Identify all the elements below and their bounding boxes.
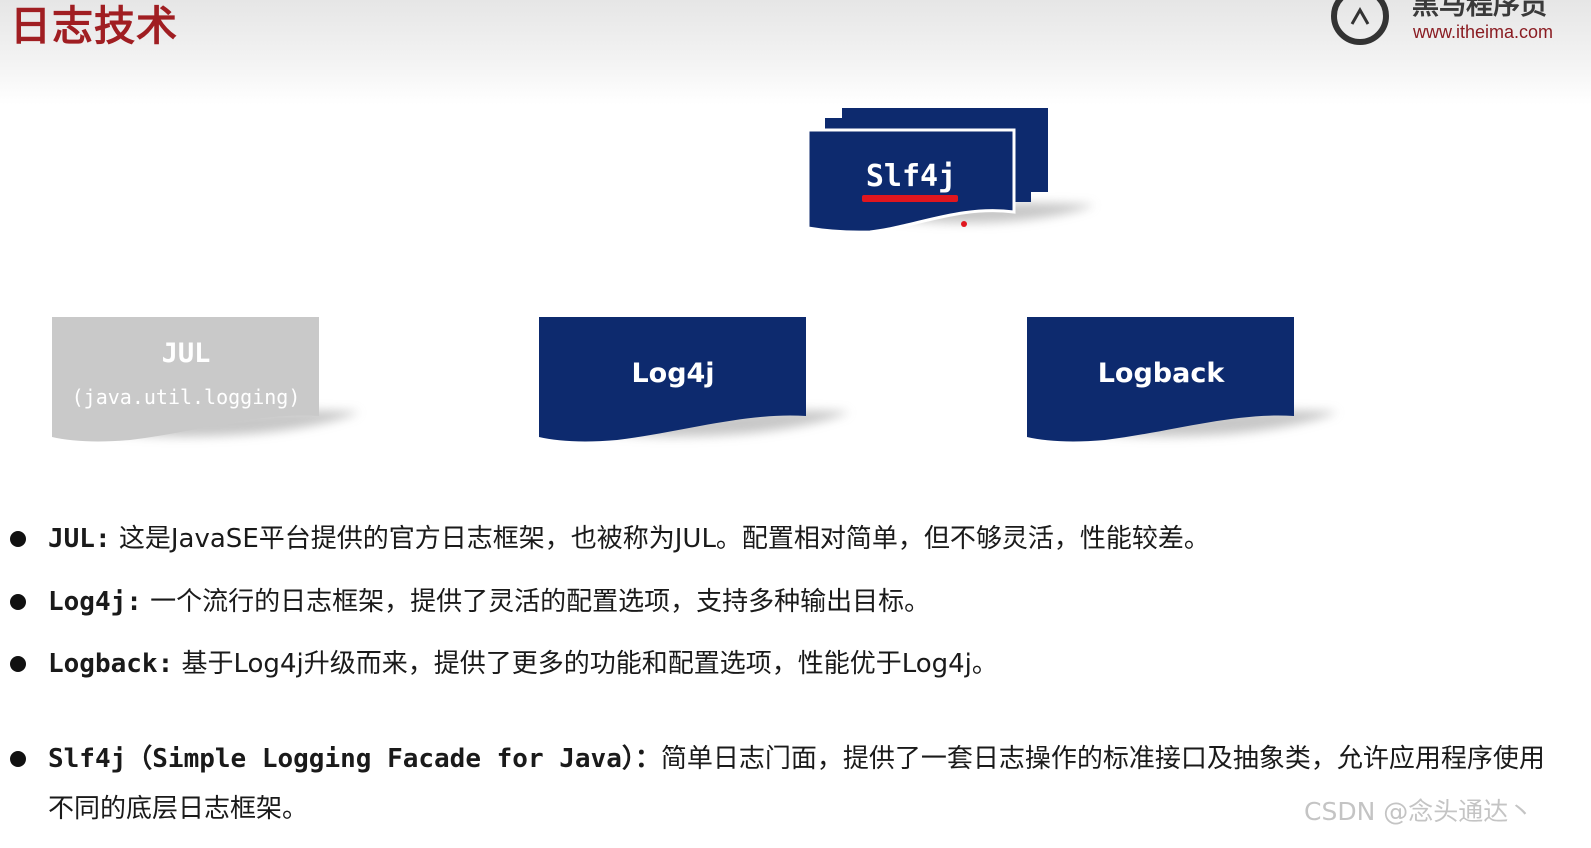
- bullet-dot-icon: [10, 656, 26, 672]
- logback-box: Logback: [1027, 317, 1338, 442]
- bullet-dot-icon: [10, 751, 26, 767]
- bullet-term: Logback:: [48, 649, 174, 679]
- slf4j-label: Slf4j: [866, 159, 956, 194]
- page-title: 日志技术: [10, 2, 178, 50]
- jul-sublabel: (java.util.logging): [72, 385, 301, 409]
- log4j-box: Log4j: [539, 317, 850, 442]
- logging-diagram: Slf4j JUL (java.util.logging) Log4j Logb…: [52, 108, 1338, 442]
- bullet-text: 基于Log4j升级而来，提供了更多的功能和配置选项，性能优于Log4j。: [173, 649, 998, 679]
- bullet-term: JUL:: [48, 524, 111, 554]
- bullet-log4j: Log4j: 一个流行的日志框架，提供了灵活的配置选项，支持多种输出目标。: [10, 577, 1558, 627]
- jul-box: JUL (java.util.logging): [52, 317, 360, 442]
- bullet-term: Slf4j（Simple Logging Facade for Java）：: [48, 744, 661, 774]
- bullet-text: 一个流行的日志框架，提供了灵活的配置选项，支持多种输出目标。: [141, 587, 931, 617]
- slf4j-red-underline: [862, 195, 958, 202]
- header-band: [0, 0, 1591, 105]
- bullet-text: 简单日志门面，提供了一套日志操作的标准接口及抽象类，允许应用程序使用不同的底层日…: [48, 744, 1545, 824]
- bullet-jul: JUL: 这是JavaSE平台提供的官方日志框架，也被称为JUL。配置相对简单，…: [10, 514, 1558, 564]
- red-dot: [961, 221, 967, 227]
- bullet-dot-icon: [10, 531, 26, 547]
- csdn-watermark: CSDN @念头通达丶: [1304, 797, 1534, 826]
- bullet-dot-icon: [10, 594, 26, 610]
- log4j-label: Log4j: [631, 358, 714, 389]
- bullet-logback: Logback: 基于Log4j升级而来，提供了更多的功能和配置选项，性能优于L…: [10, 639, 1558, 689]
- bullet-text: 这是JavaSE平台提供的官方日志框架，也被称为JUL。配置相对简单，但不够灵活…: [110, 524, 1210, 554]
- slf4j-facade-box: Slf4j: [806, 108, 1095, 234]
- jul-label: JUL: [162, 338, 211, 369]
- brand-url: www.itheima.com: [1413, 22, 1554, 42]
- brand-logo-icon: [1331, 0, 1389, 45]
- logback-label: Logback: [1098, 358, 1226, 389]
- bullet-term: Log4j:: [48, 587, 142, 617]
- brand-name: 黑马程序员: [1412, 0, 1547, 21]
- bullet-slf4j: Slf4j（Simple Logging Facade for Java）：简单…: [10, 734, 1558, 834]
